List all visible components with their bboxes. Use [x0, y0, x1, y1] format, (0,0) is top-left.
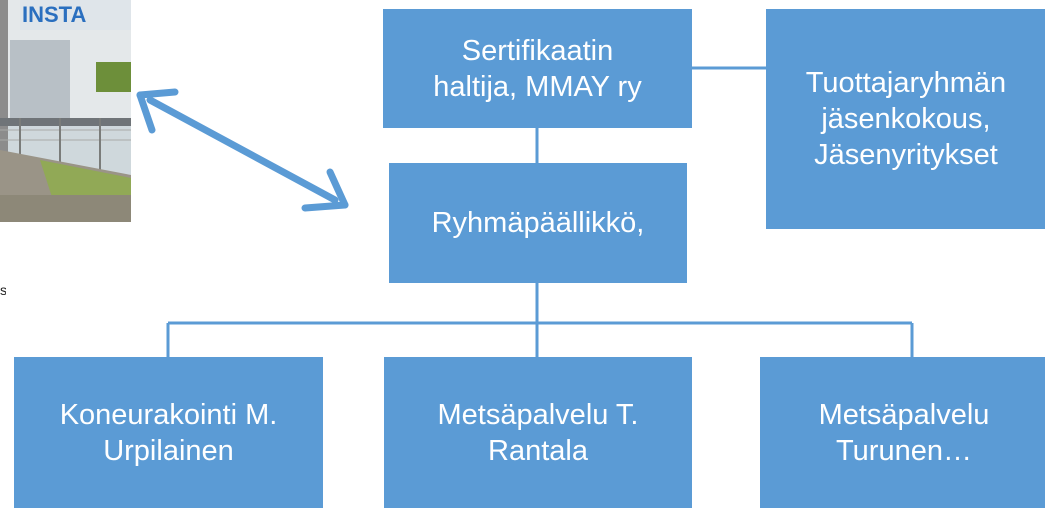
- node-member-3: Metsäpalvelu Turunen…: [760, 357, 1045, 508]
- building-photo: INSTA: [0, 0, 131, 222]
- node-certificate-holder-label: Sertifikaatin haltija, MMAY ry: [433, 34, 642, 103]
- node-member-1: Koneurakointi M. Urpilainen: [14, 357, 323, 508]
- node-members-meeting: Tuottajaryhmän jäsenkokous, Jäsenyrityks…: [766, 9, 1045, 229]
- node-member-2: Metsäpalvelu T. Rantala: [384, 357, 692, 508]
- node-member-2-label: Metsäpalvelu T. Rantala: [437, 398, 639, 467]
- node-group-manager: Ryhmäpäällikkö,: [389, 163, 687, 283]
- node-member-3-label: Metsäpalvelu Turunen…: [818, 398, 990, 467]
- photo-sign-text: INSTA: [22, 2, 86, 27]
- double-arrow-icon: [136, 88, 349, 212]
- node-group-manager-label: Ryhmäpäällikkö,: [431, 207, 645, 239]
- node-member-1-label: Koneurakointi M. Urpilainen: [59, 398, 278, 467]
- node-certificate-holder: Sertifikaatin haltija, MMAY ry: [383, 9, 692, 128]
- node-members-meeting-label: Tuottajaryhmän jäsenkokous, Jäsenyrityks…: [805, 67, 1007, 171]
- edge-text-fragment: s: [0, 283, 6, 297]
